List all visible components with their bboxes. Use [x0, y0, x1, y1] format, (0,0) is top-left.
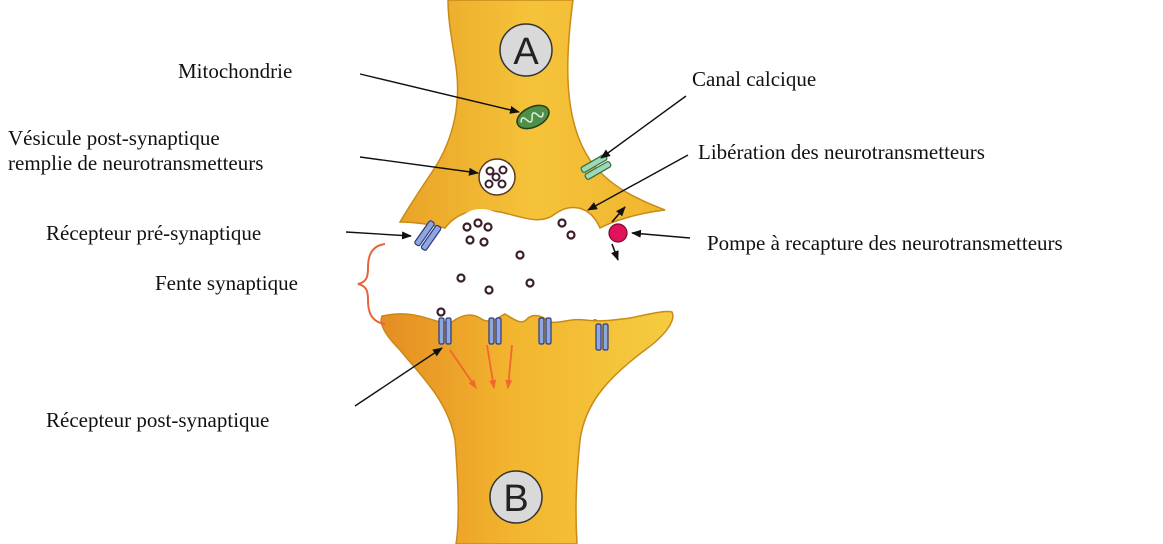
neuron-a-letter: A — [513, 31, 539, 73]
label-canal: Canal calcique — [692, 66, 816, 92]
reuptake-pump-shape — [609, 224, 627, 242]
cleft-bracket — [358, 244, 385, 324]
neuron-b-letter: B — [503, 478, 528, 520]
label-vesicule-line2: remplie de neurotransmetteurs — [8, 150, 263, 176]
label-pompe: Pompe à recapture des neurotransmetteurs — [707, 230, 1063, 256]
pump-arrow-2 — [612, 244, 618, 260]
label-recepteur-pre: Récepteur pré-synaptique — [46, 220, 261, 246]
label-recepteur-post: Récepteur post-synaptique — [46, 407, 269, 433]
label-liberation: Libération des neurotransmetteurs — [698, 139, 985, 165]
leader-pompe — [632, 233, 690, 238]
leader-recepteur-pre — [346, 232, 411, 236]
label-vesicule-line1: Vésicule post-synaptique — [8, 125, 220, 151]
release-pocket-right — [552, 211, 590, 232]
label-mitochondrie: Mitochondrie — [178, 58, 292, 84]
leader-canal — [601, 96, 686, 158]
cleft-neurotransmitters — [438, 220, 599, 328]
label-fente: Fente synaptique — [155, 270, 298, 296]
